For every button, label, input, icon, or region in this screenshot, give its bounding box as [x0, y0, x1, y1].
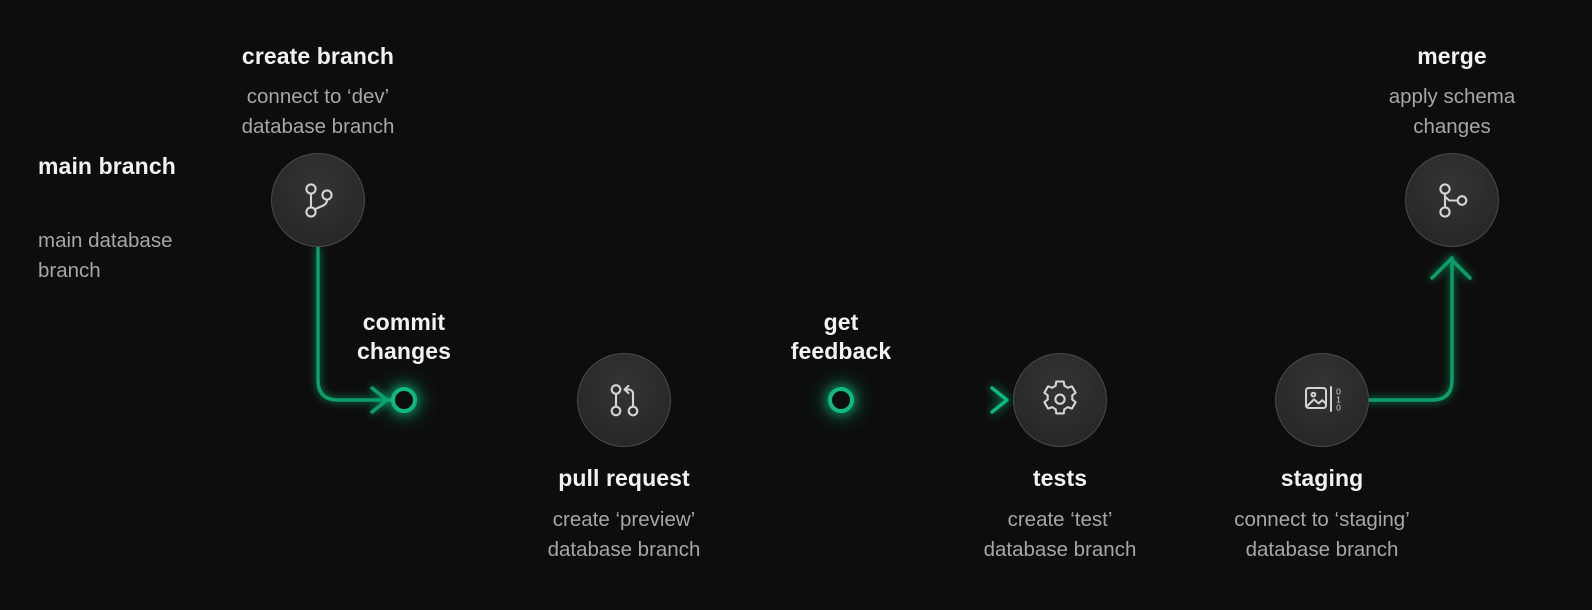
create-branch-to-commit-connector: [316, 246, 394, 414]
tests-subtitle-line1: create ‘test’: [1007, 508, 1113, 531]
node-commit-changes[interactable]: [391, 387, 417, 413]
create-branch-subtitle-line1: connect to ‘dev’: [246, 85, 390, 108]
git-branch-icon: [294, 176, 342, 224]
node-pull-request[interactable]: [577, 353, 671, 447]
git-pull-request-icon: [600, 376, 648, 424]
node-tests[interactable]: [1013, 353, 1107, 447]
svg-text:1: 1: [1336, 395, 1341, 405]
commit-changes-title-line1: commit: [362, 309, 446, 335]
pull-request-subtitle-line2: database branch: [547, 537, 701, 561]
get-feedback-title-line1: get: [823, 309, 859, 335]
pull-request-subtitle-line1: create ‘preview’: [552, 508, 696, 531]
merge-subtitle: apply schema changes: [1389, 82, 1515, 141]
main-database-branch-label-line2: branch: [38, 258, 101, 282]
staging-to-merge-connector: [1364, 256, 1472, 402]
main-branch-label: main branch: [38, 153, 176, 179]
tests-subtitle-line2: database branch: [983, 537, 1137, 561]
create-branch-title: create branch: [241, 43, 395, 69]
staging-subtitle-line2: database branch: [1245, 537, 1399, 561]
svg-text:0: 0: [1336, 403, 1341, 413]
git-merge-icon: [1428, 176, 1476, 224]
main-database-branch-label: main database branch: [38, 226, 172, 285]
feedback-to-tests-connector: [854, 386, 1012, 414]
staging-title: staging: [1280, 465, 1364, 491]
main-database-branch-label-line1: main database: [38, 229, 173, 252]
tests-title: tests: [1032, 465, 1088, 491]
node-get-feedback[interactable]: [828, 387, 854, 413]
create-branch-subtitle-line2: database branch: [241, 114, 395, 138]
pull-request-subtitle: create ‘preview’ database branch: [548, 505, 701, 564]
image-binary-icon: 0 1 0: [1297, 375, 1347, 425]
merge-subtitle-line2: changes: [1413, 114, 1491, 138]
get-feedback-title: get feedback: [791, 308, 892, 367]
get-feedback-title-line2: feedback: [790, 338, 892, 365]
node-create-branch[interactable]: [271, 153, 365, 247]
node-staging[interactable]: 0 1 0: [1275, 353, 1369, 447]
node-merge[interactable]: [1405, 153, 1499, 247]
tests-subtitle: create ‘test’ database branch: [984, 505, 1137, 564]
gear-icon: [1035, 375, 1085, 425]
commit-changes-title: commit changes: [357, 308, 451, 367]
staging-subtitle-line1: connect to ‘staging’: [1234, 508, 1410, 531]
create-branch-subtitle: connect to ‘dev’ database branch: [242, 82, 395, 141]
merge-title: merge: [1417, 43, 1487, 69]
pull-request-title: pull request: [558, 465, 690, 491]
svg-text:0: 0: [1336, 387, 1341, 397]
merge-subtitle-line1: apply schema: [1388, 85, 1516, 108]
staging-subtitle: connect to ‘staging’ database branch: [1234, 505, 1410, 564]
commit-changes-title-line2: changes: [356, 338, 452, 365]
